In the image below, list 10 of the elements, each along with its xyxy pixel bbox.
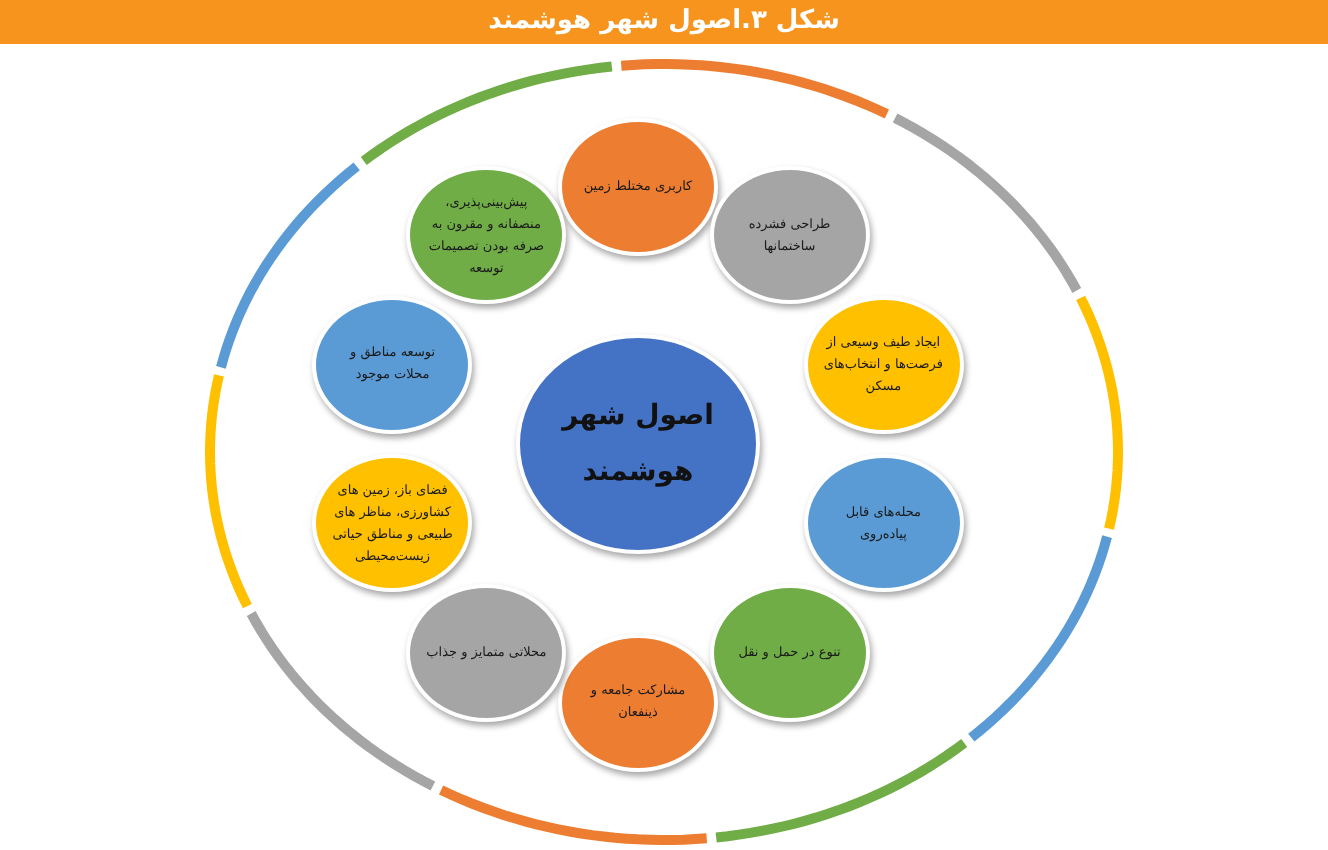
principle-circle (709, 166, 870, 305)
principle-circle (406, 166, 567, 305)
principle-circle (312, 295, 473, 434)
principle-circle (709, 583, 870, 722)
center-title: اصول شهر هوشمند (559, 398, 716, 492)
principle-circle (803, 295, 964, 434)
principle-circle (406, 583, 567, 722)
principle-circle (558, 633, 718, 771)
principle-circle (558, 117, 718, 255)
figure-title: شکل ۳.اصول شهر هوشمند (488, 6, 840, 38)
